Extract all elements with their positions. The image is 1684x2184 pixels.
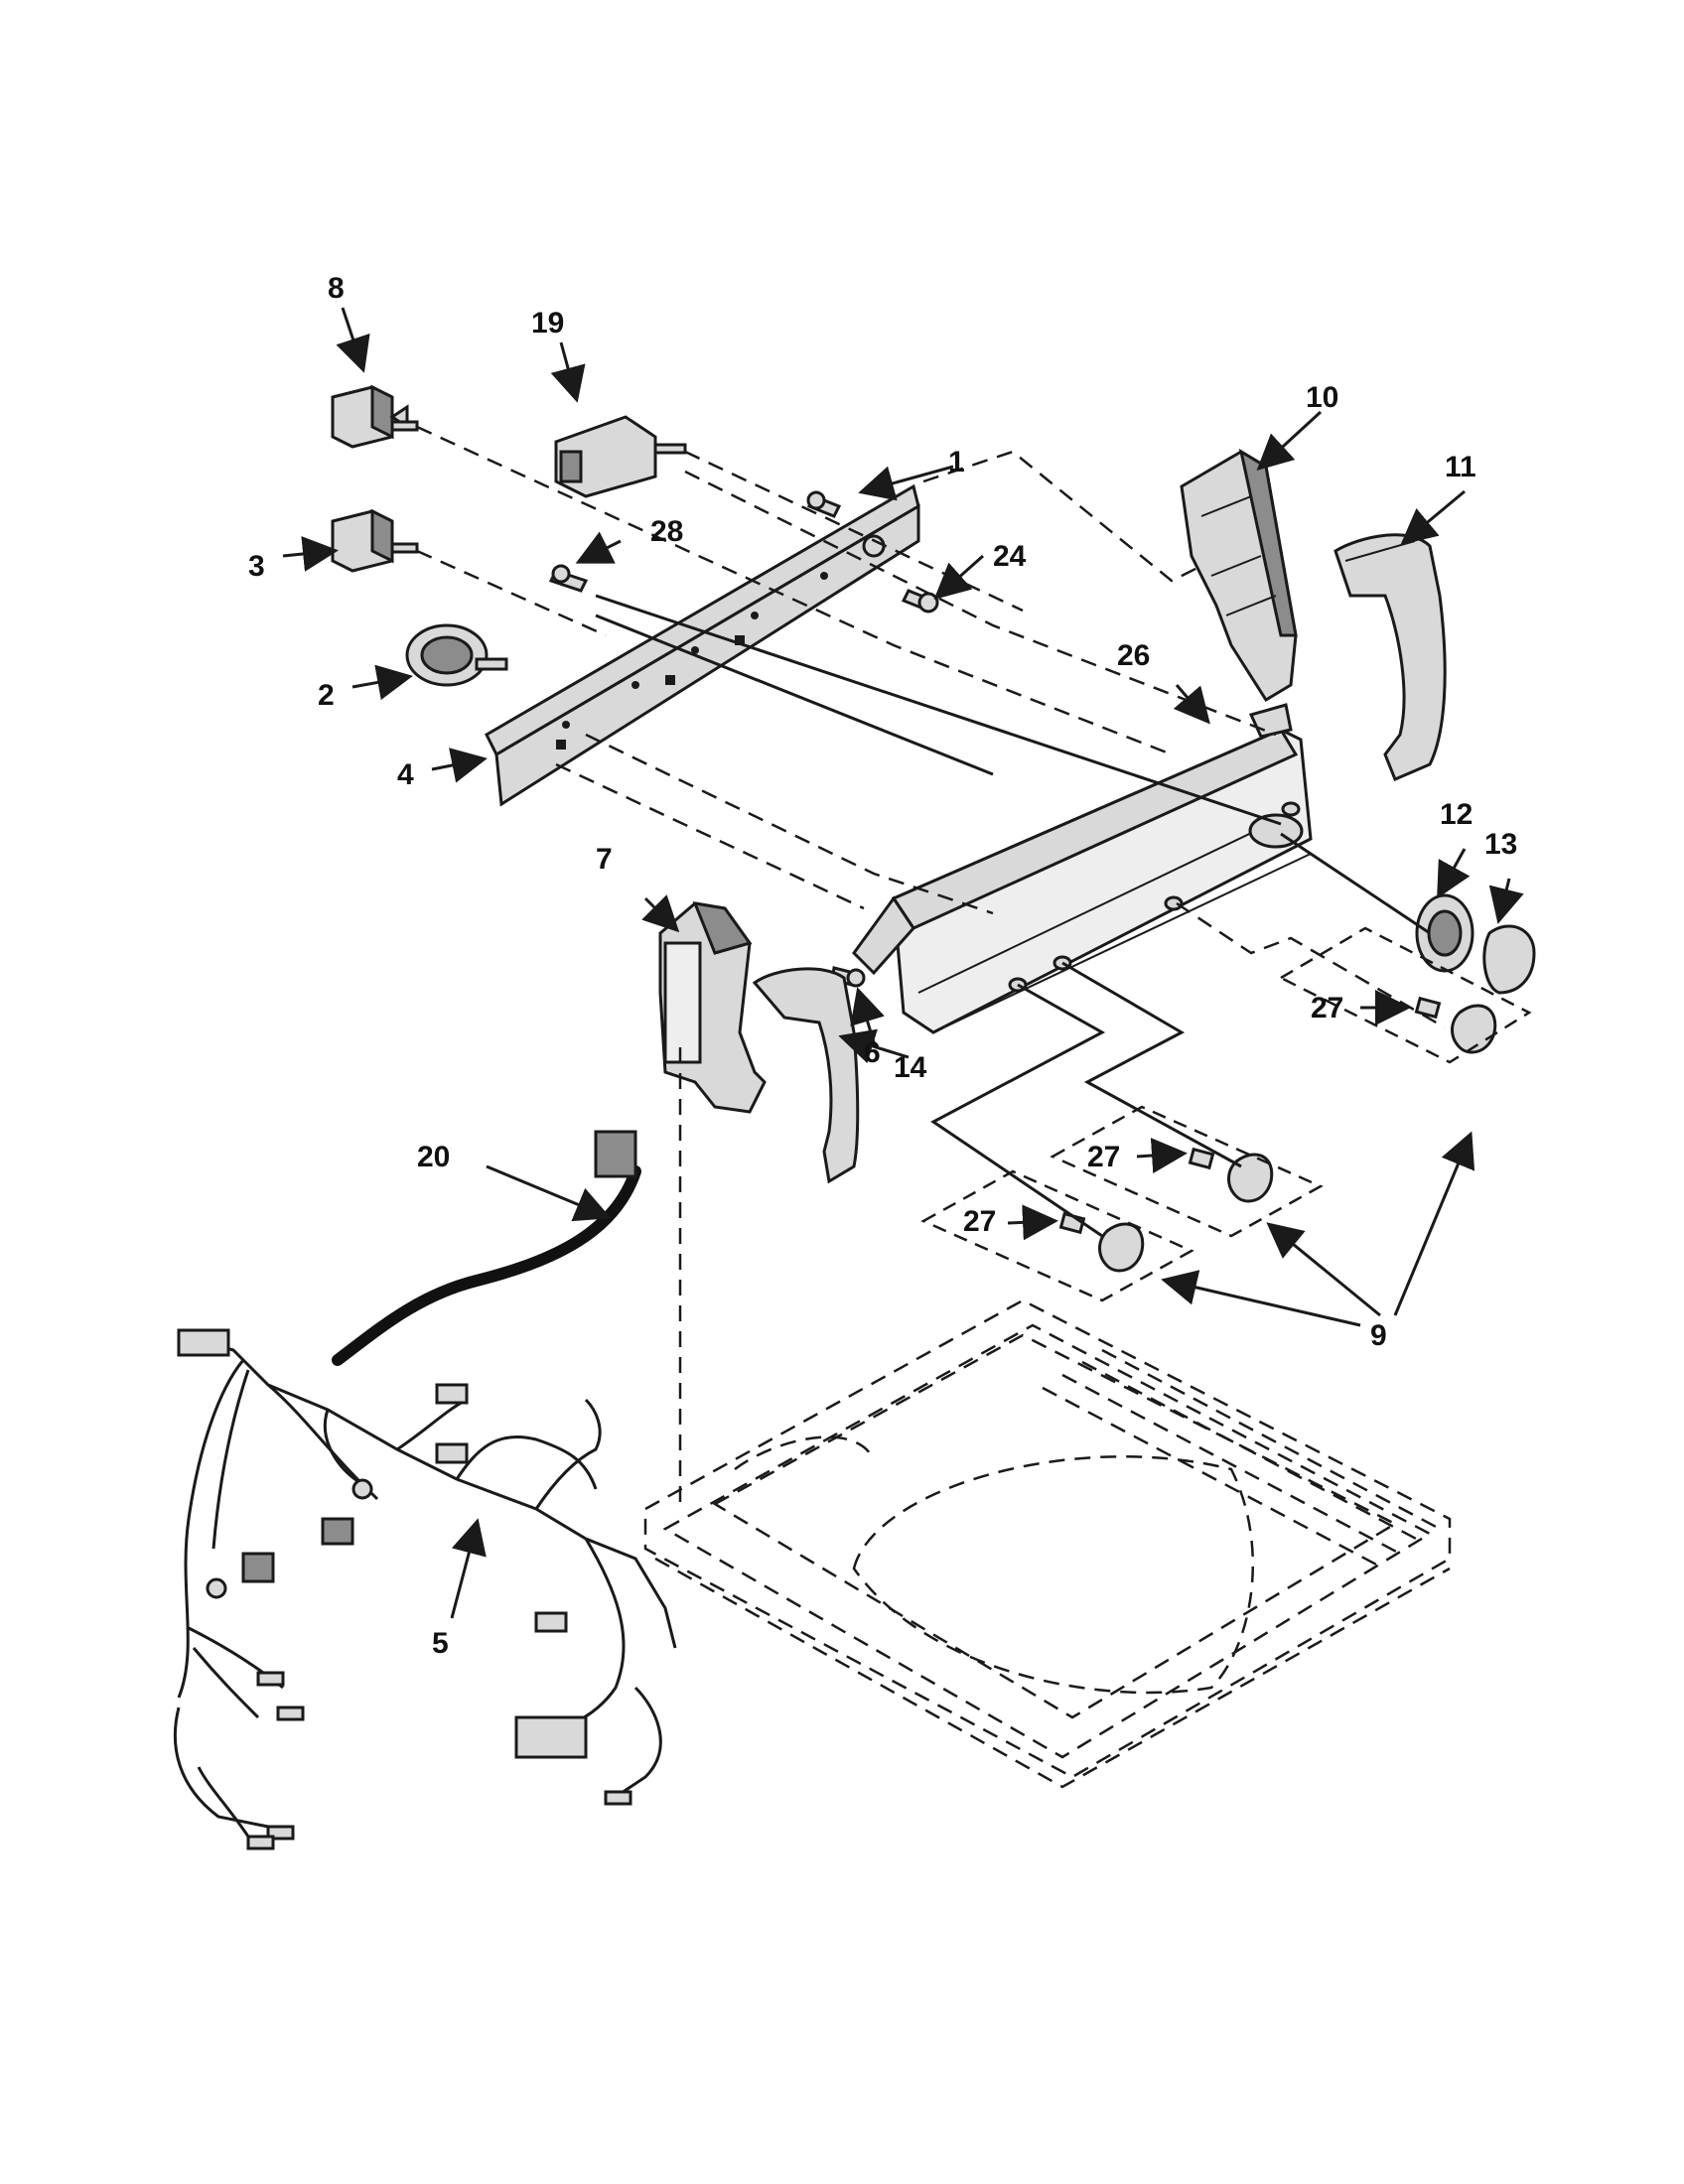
end-trim-part-11[interactable] xyxy=(1333,533,1447,781)
knob-set-left[interactable] xyxy=(1058,1211,1145,1273)
pressure-switch-part-19[interactable] xyxy=(554,415,687,498)
callout-labels: 8 19 1 28 24 10 11 26 3 2 4 7 6 14 12 13… xyxy=(248,272,1517,1660)
screw-part-28[interactable] xyxy=(548,564,589,593)
control-bracket[interactable] xyxy=(485,483,920,807)
callout-8: 8 xyxy=(328,272,345,305)
console-backsplash[interactable] xyxy=(852,703,1313,1034)
callout-12: 12 xyxy=(1440,798,1473,831)
callout-26: 26 xyxy=(1117,639,1150,672)
callout-7: 7 xyxy=(596,843,613,876)
end-trim-part-14[interactable] xyxy=(752,967,860,1184)
callout-5: 5 xyxy=(432,1627,449,1660)
callout-10: 10 xyxy=(1306,381,1338,414)
callout-6: 6 xyxy=(864,1036,881,1069)
screw-part-24[interactable] xyxy=(901,589,939,614)
end-cap-part-10[interactable] xyxy=(1180,448,1298,703)
cabinet-top-outline xyxy=(643,1298,1452,1789)
callout-28: 28 xyxy=(650,515,683,548)
end-cap-part-7[interactable] xyxy=(658,901,767,1114)
screw-part-1[interactable] xyxy=(806,490,842,518)
callout-27-left: 27 xyxy=(963,1205,996,1238)
callout-9: 9 xyxy=(1370,1319,1387,1352)
knob-part-13[interactable] xyxy=(1482,924,1536,995)
knob-set-middle[interactable] xyxy=(1188,1147,1274,1203)
timer-part-2[interactable] xyxy=(405,623,508,687)
callout-20: 20 xyxy=(417,1141,450,1173)
callout-27-right: 27 xyxy=(1311,992,1343,1024)
callout-14: 14 xyxy=(894,1051,927,1084)
switch-part-3[interactable] xyxy=(331,508,419,573)
callout-4: 4 xyxy=(397,758,414,791)
knob-group-boxes xyxy=(920,926,1532,1302)
knob-skirt-part-12[interactable] xyxy=(1415,893,1474,973)
callout-2: 2 xyxy=(318,679,335,712)
callout-11: 11 xyxy=(1445,451,1476,483)
callout-27-middle: 27 xyxy=(1087,1141,1120,1173)
knob-set-right[interactable] xyxy=(1414,996,1497,1054)
callout-24: 24 xyxy=(993,540,1027,573)
switch-part-8[interactable] xyxy=(331,384,419,449)
callout-1: 1 xyxy=(948,446,965,478)
callout-3: 3 xyxy=(248,550,265,583)
callout-leaders xyxy=(282,307,1524,1619)
wire-harness[interactable] xyxy=(173,1130,677,1850)
callout-19: 19 xyxy=(531,307,564,340)
assembly-lines xyxy=(416,425,1446,1509)
callout-13: 13 xyxy=(1484,828,1517,861)
